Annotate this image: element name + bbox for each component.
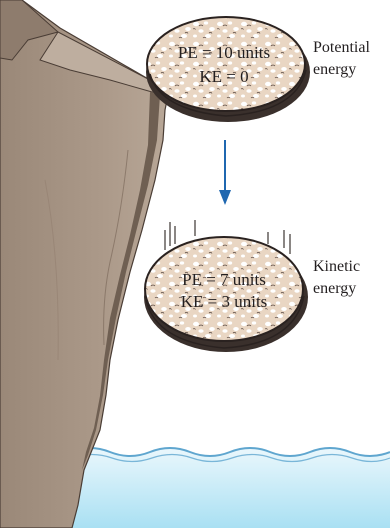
rock-bottom-pe-label: PE = 7 units <box>182 270 266 289</box>
down-arrow-icon <box>219 140 231 205</box>
rock-bottom-ke-label: KE = 3 units <box>181 292 268 311</box>
potential-energy-label-line2: energy <box>313 61 356 78</box>
water <box>70 448 390 528</box>
cliff <box>0 0 168 528</box>
potential-energy-label-line1: Potential <box>313 39 370 56</box>
rock-top-pe-label: PE = 10 units <box>178 43 270 62</box>
kinetic-energy-label-line2: energy <box>313 280 356 297</box>
rock-top-ke-label: KE = 0 <box>199 67 248 86</box>
kinetic-energy-label-line1: Kinetic <box>313 258 360 275</box>
